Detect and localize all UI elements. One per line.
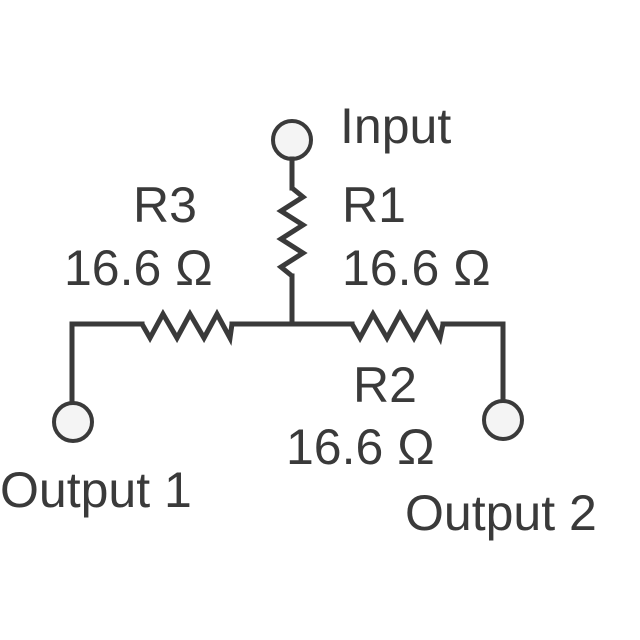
resistor-r3-symbol [139,308,235,346]
r3-name-label: R3 [133,177,197,233]
output1-wire [69,321,145,423]
output2-wire [440,321,506,401]
input-label: Input [340,98,451,154]
resistor-r2-symbol [349,308,446,346]
r1-name-label: R1 [342,177,406,233]
r2-name-label: R2 [353,357,417,413]
resistor-r1-symbol [276,186,308,278]
output1-label: Output 1 [0,462,192,518]
output2-terminal [482,399,524,441]
r3-value-label: 16.6 Ω [64,240,213,296]
input-terminal [271,119,313,161]
output2-label: Output 2 [405,485,597,541]
r1-value-label: 16.6 Ω [342,240,491,296]
output1-terminal [52,401,94,443]
r2-value-label: 16.6 Ω [286,419,435,475]
